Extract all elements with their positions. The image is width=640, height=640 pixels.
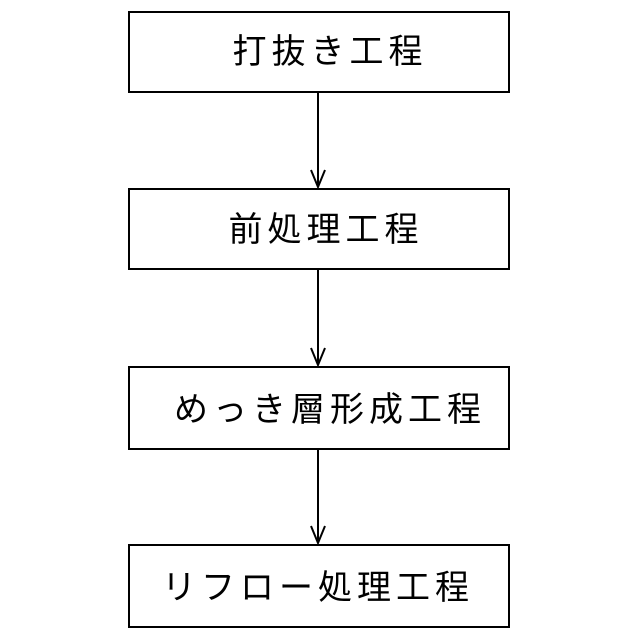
arrow-1 (311, 92, 325, 187)
step-2: 前処理工程 (129, 189, 509, 269)
arrow-3 (311, 449, 325, 543)
step-4-label: リフロー処理工程 (162, 568, 474, 608)
step-1: 打抜き工程 (129, 12, 509, 92)
arrow-2 (311, 269, 325, 365)
step-2-label: 前処理工程 (229, 210, 424, 250)
step-3: めっき層形成工程 (129, 367, 509, 449)
step-4: リフロー処理工程 (129, 545, 509, 627)
step-3-label: めっき層形成工程 (174, 390, 486, 430)
step-1-label: 打抜き工程 (233, 32, 428, 72)
